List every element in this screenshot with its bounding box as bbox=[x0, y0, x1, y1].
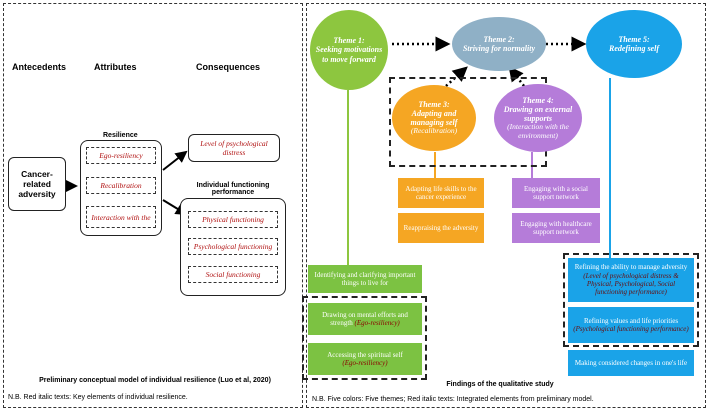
green-box-1: Identifying and clarifying important thi… bbox=[308, 265, 422, 293]
theme-2-title: Theme 2: bbox=[483, 34, 515, 44]
left-panel bbox=[3, 3, 303, 408]
theme-4-title: Theme 4: bbox=[522, 95, 554, 105]
attribute-recalibration: Recalibration bbox=[86, 177, 156, 194]
attribute-interaction: Interaction with the bbox=[86, 206, 156, 228]
orange-box-2: Reappraising the adversity bbox=[398, 213, 484, 243]
antecedent-text: Cancer-related adversity bbox=[18, 169, 56, 199]
theme-4-name: Drawing on external supports bbox=[503, 104, 573, 123]
antecedent-box: Cancer-related adversity bbox=[8, 157, 66, 211]
purple-box-1: Engaging with a social support network bbox=[512, 178, 600, 208]
blue-box-1-tag: (Level of psychological distress & Physi… bbox=[583, 271, 679, 297]
right-panel bbox=[306, 3, 706, 408]
blue-box-3: Making considered changes in one's life bbox=[568, 350, 694, 376]
theme-3-ellipse: Theme 3:Adapting and managing self(Recal… bbox=[392, 85, 476, 151]
theme-1-ellipse: Theme 1:Seeking motivations to move forw… bbox=[310, 10, 388, 90]
theme-5-ellipse: Theme 5:Redefining self bbox=[586, 10, 682, 78]
theme-3-name: Adapting and managing self bbox=[410, 109, 458, 128]
blue-box-1: Refining the ability to manage adversity… bbox=[568, 258, 694, 302]
group-box-blue bbox=[563, 253, 699, 347]
green-box-2: Drawing on mental efforts and strength (… bbox=[308, 303, 422, 335]
func-psychological: Psychological functioning bbox=[188, 238, 278, 255]
theme-5-name: Redefining self bbox=[609, 44, 659, 53]
left-caption: Preliminary conceptual model of individu… bbox=[39, 377, 271, 384]
right-caption: Findings of the qualitative study bbox=[446, 381, 554, 388]
attribute-ego-resiliency: Ego-resiliency bbox=[86, 147, 156, 164]
theme-5-title: Theme 5: bbox=[618, 34, 650, 44]
blue-box-3-text: Making considered changes in one's life bbox=[574, 358, 688, 367]
green-box-3-tag: (Ego-resiliency) bbox=[342, 359, 388, 367]
func-social: Social functioning bbox=[188, 266, 278, 283]
resilience-label: Resilience bbox=[101, 132, 140, 139]
theme-3-sub: (Recalibration) bbox=[410, 126, 458, 136]
group-box-green bbox=[302, 296, 427, 380]
header-consequences: Consequences bbox=[196, 62, 261, 72]
green-box-3-text: Accessing the spiritual self bbox=[327, 350, 403, 359]
green-box-2-text: Drawing on mental efforts and strength bbox=[322, 310, 408, 327]
theme-1-title: Theme 1: bbox=[333, 36, 365, 46]
individual-label: Individual functioning performance bbox=[190, 182, 276, 196]
consequence-distress: Level of psychological distress bbox=[188, 134, 280, 162]
theme-2-ellipse: Theme 2:Striving for normality bbox=[452, 17, 546, 71]
theme-1-name: Seeking motivations to move forward bbox=[315, 45, 383, 64]
green-box-2-tag: (Ego-resiliency) bbox=[354, 319, 400, 327]
theme-2-name: Striving for normality bbox=[462, 44, 535, 53]
blue-box-2-text: Refining values and life priorities bbox=[583, 316, 679, 325]
header-antecedents: Antecedents bbox=[12, 62, 67, 72]
green-box-3: Accessing the spiritual self(Ego-resilie… bbox=[308, 343, 422, 375]
left-note: N.B. Red italic texts: Key elements of i… bbox=[8, 394, 188, 401]
blue-box-1-text: Refining the ability to manage adversity bbox=[574, 263, 688, 272]
orange-box-1: Adapting life skills to the cancer exper… bbox=[398, 178, 484, 208]
header-attributes: Attributes bbox=[94, 62, 137, 72]
theme-4-ellipse: Theme 4:Drawing on external supports(Int… bbox=[494, 84, 582, 152]
green-box-1-text: Identifying and clarifying important thi… bbox=[314, 270, 416, 287]
func-physical: Physical functioning bbox=[188, 211, 278, 228]
blue-box-2: Refining values and life priorities (Psy… bbox=[568, 307, 694, 343]
blue-box-2-tag: (Psychological functioning performance) bbox=[573, 325, 689, 333]
theme-4-sub: (Interaction with the environment) bbox=[507, 122, 569, 140]
right-note: N.B. Five colors: Five themes; Red itali… bbox=[312, 396, 594, 403]
purple-box-2: Engaging with healthcare support network bbox=[512, 213, 600, 243]
theme-3-title: Theme 3: bbox=[418, 99, 450, 109]
